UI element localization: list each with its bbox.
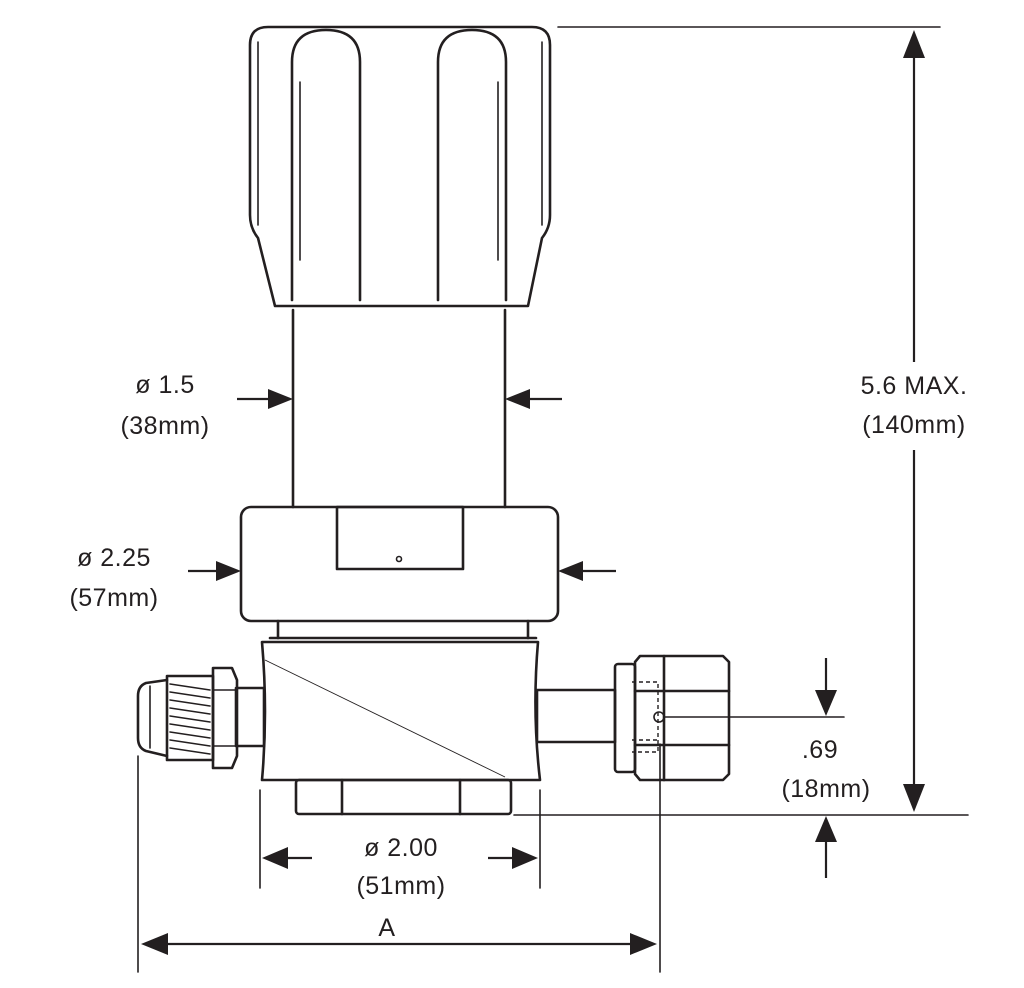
dim-body-diameter: ø 2.00 (51mm) (259, 789, 541, 900)
body-nut-diameter-metric-label: (57mm) (69, 584, 158, 612)
body-diameter-imperial-label: ø 2.00 (364, 834, 438, 862)
body-diameter-metric-label: (51mm) (356, 872, 445, 900)
body-nut-diameter-imperial-label: ø 2.25 (77, 544, 151, 572)
bonnet (291, 308, 507, 509)
regulator-body (260, 640, 542, 816)
body-nut (239, 505, 560, 640)
dim-overall-height: 5.6 MAX. (140mm) (513, 26, 969, 816)
handle-knob (248, 25, 552, 308)
overall-height-metric-label: (140mm) (862, 411, 966, 439)
overall-height-imperial-label: 5.6 MAX. (861, 372, 968, 400)
outlet-fitting (535, 654, 731, 782)
dim-port-height: .69 (18mm) (663, 658, 870, 878)
port-height-metric-label: (18mm) (781, 775, 870, 803)
dim-overall-length: A (137, 743, 661, 973)
bonnet-diameter-metric-label: (38mm) (120, 412, 209, 440)
dim-body-nut-diameter: ø 2.25 (57mm) (69, 544, 616, 612)
inlet-fitting (136, 666, 266, 770)
dim-bonnet-diameter: ø 1.5 (38mm) (120, 371, 562, 440)
bonnet-diameter-imperial-label: ø 1.5 (135, 371, 194, 399)
overall-length-label: A (378, 914, 395, 942)
port-height-imperial-label: .69 (802, 736, 838, 764)
